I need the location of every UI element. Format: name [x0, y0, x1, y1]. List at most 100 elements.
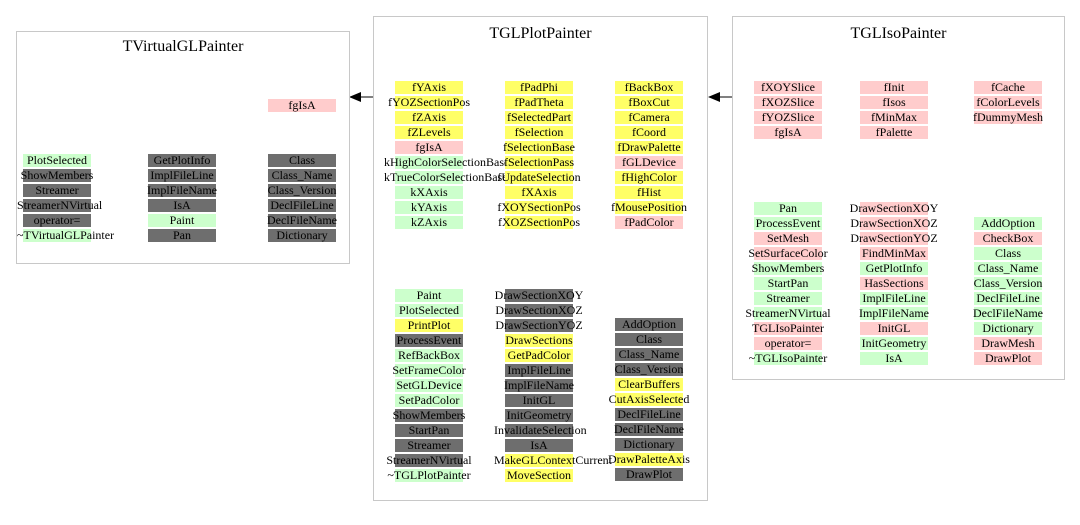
member-highlight: [974, 232, 1042, 245]
member-item: fgIsA: [247, 98, 357, 113]
member-highlight: [505, 186, 573, 199]
member-item: DrawPaletteAxis: [604, 452, 694, 467]
member-item: fZLevels: [384, 125, 474, 140]
member-item: Paint: [384, 288, 474, 303]
member-label: fgIsA: [774, 125, 802, 139]
member-item: Class_Version: [604, 362, 694, 377]
member-label: ClearBuffers: [618, 377, 680, 391]
member-highlight: [395, 156, 463, 169]
member-label: fMousePosition: [610, 200, 687, 214]
member-label: kTrueColorSelectionBase: [384, 170, 508, 184]
member-item: fPalette: [849, 125, 939, 140]
member-label: SetMesh: [767, 231, 809, 245]
member-highlight: [860, 292, 928, 305]
member-item: fDrawPalette: [604, 140, 694, 155]
member-item: DrawMesh: [963, 336, 1053, 351]
member-label: DeclFileName: [614, 422, 684, 436]
member-item: SetSurfaceColor: [743, 246, 833, 261]
member-highlight: [860, 307, 928, 320]
member-highlight: [615, 141, 683, 154]
member-highlight: [395, 379, 463, 392]
member-item: fSelection: [494, 125, 584, 140]
member-highlight: [395, 96, 463, 109]
member-highlight: [395, 424, 463, 437]
member-item: Class_Version: [247, 183, 357, 198]
member-label: fPadPhi: [519, 80, 558, 94]
member-item: ImplFileLine: [849, 291, 939, 306]
member-label: AddOption: [622, 317, 676, 331]
member-label: TGLIsoPainter: [752, 321, 824, 335]
member-item: fCoord: [604, 125, 694, 140]
member-label: fgIsA: [415, 140, 443, 154]
member-item: DrawSectionYOZ: [849, 231, 939, 246]
member-label: Class: [994, 246, 1021, 260]
member-highlight: [615, 468, 683, 481]
member-item: fHist: [604, 185, 694, 200]
member-label: Paint: [169, 213, 195, 227]
member-label: fXAxis: [521, 185, 557, 199]
member-label: fGLDevice: [622, 155, 676, 169]
member-highlight: [505, 304, 573, 317]
member-item: SetGLDevice: [384, 378, 474, 393]
member-label: PlotSelected: [27, 153, 87, 167]
member-item: DrawSectionYOZ: [494, 318, 584, 333]
member-item: DrawPlot: [604, 467, 694, 482]
arrow-plot-to-virtual-head: [349, 92, 361, 102]
member-highlight: [505, 141, 573, 154]
member-item: IsA: [137, 198, 227, 213]
member-label: FindMinMax: [861, 246, 926, 260]
member-label: InitGL: [877, 321, 911, 335]
member-highlight: [754, 292, 822, 305]
member-item: fPadColor: [604, 215, 694, 230]
member-label: fSelection: [514, 125, 564, 139]
member-item: MoveSection: [494, 468, 584, 483]
member-highlight: [23, 229, 91, 242]
member-label: MakeGLContextCurrent: [494, 453, 612, 467]
member-label: ProcessEvent: [755, 216, 821, 230]
member-item: Paint: [137, 213, 227, 228]
member-item: Streamer: [384, 438, 474, 453]
member-label: StreamerNVirtual: [745, 306, 831, 320]
member-label: Streamer: [407, 438, 451, 452]
member-label: DrawSectionXOZ: [495, 303, 583, 317]
member-label: Pan: [173, 228, 191, 242]
member-label: kZAxis: [411, 215, 447, 229]
member-label: fBoxCut: [628, 95, 670, 109]
member-label: DeclFileLine: [976, 291, 1040, 305]
member-highlight: [974, 292, 1042, 305]
member-highlight: [860, 337, 928, 350]
member-item: fXAxis: [494, 185, 584, 200]
member-item: Streamer: [17, 183, 97, 198]
member-item: ShowMembers: [17, 168, 97, 183]
member-item: SetFrameColor: [384, 363, 474, 378]
member-highlight: [268, 99, 336, 112]
member-item: fUpdateSelection: [494, 170, 584, 185]
member-label: Class_Version: [614, 362, 684, 376]
member-highlight: [148, 229, 216, 242]
member-label: DrawSections: [505, 333, 573, 347]
member-item: Class: [604, 332, 694, 347]
member-label: ShowMembers: [20, 168, 94, 182]
member-highlight: [23, 184, 91, 197]
member-highlight: [148, 199, 216, 212]
member-highlight: [505, 111, 573, 124]
member-highlight: [974, 262, 1042, 275]
member-item: PlotSelected: [384, 303, 474, 318]
member-highlight: [268, 169, 336, 182]
member-label: CheckBox: [982, 231, 1034, 245]
member-label: StartPan: [408, 423, 450, 437]
member-highlight: [860, 96, 928, 109]
member-item: kYAxis: [384, 200, 474, 215]
member-item: fYOZSectionPos: [384, 95, 474, 110]
member-item: fgIsA: [384, 140, 474, 155]
member-label: kYAxis: [410, 200, 447, 214]
member-label: Pan: [779, 201, 797, 215]
member-item: fPadPhi: [494, 80, 584, 95]
member-label: fgIsA: [288, 98, 316, 112]
member-label: ImplFileName: [504, 378, 574, 392]
member-item: Pan: [743, 201, 833, 216]
member-label: fPalette: [875, 125, 913, 139]
